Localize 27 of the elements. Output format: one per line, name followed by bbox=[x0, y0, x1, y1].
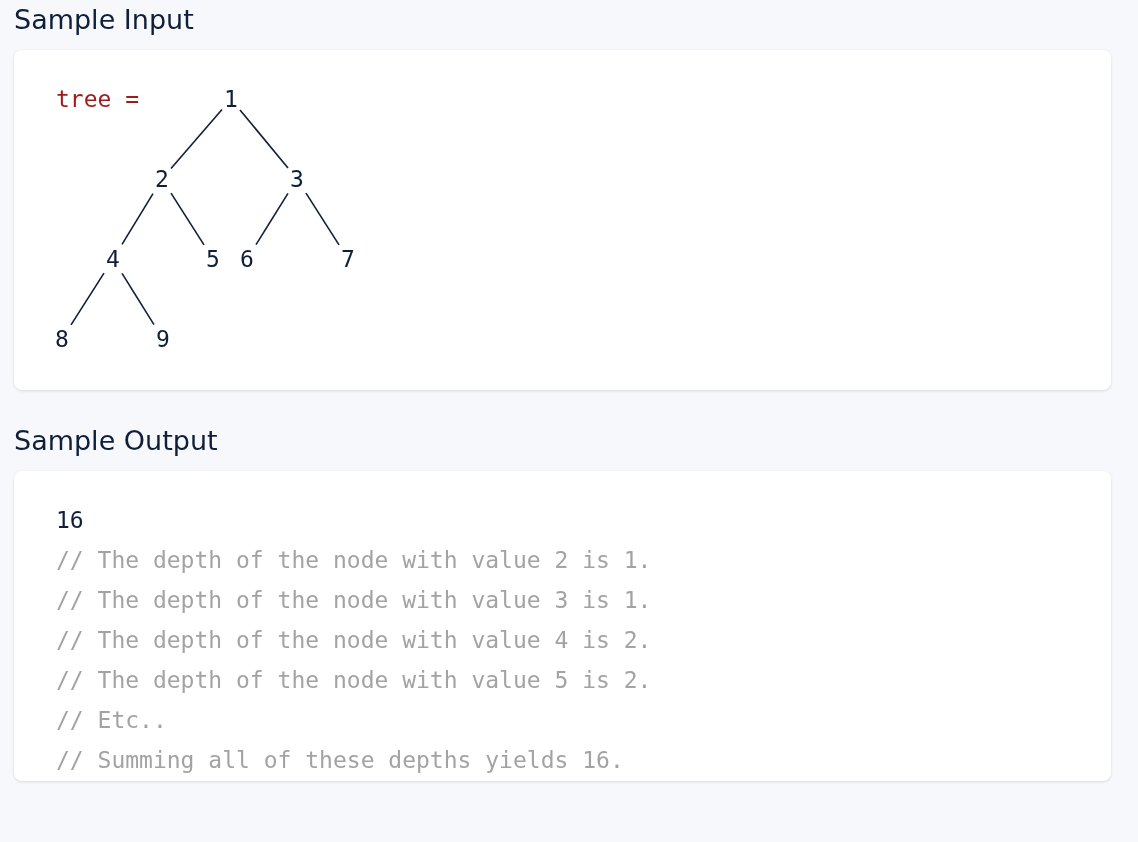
tree-branch-line bbox=[170, 192, 205, 246]
section-heading: Sample Output bbox=[14, 424, 218, 458]
tree-node-value: 5 bbox=[204, 244, 222, 274]
output-value: 16 bbox=[56, 506, 84, 535]
tree-node-value: 9 bbox=[154, 324, 172, 354]
tree-branch-line bbox=[121, 272, 155, 326]
tree-branch-line bbox=[255, 192, 289, 246]
code-comment: // The depth of the node with value 2 is 1. bbox=[56, 546, 652, 575]
code-comment: // The depth of the node with value 4 is 2. bbox=[56, 626, 652, 655]
code-text: tree = bbox=[56, 85, 140, 114]
tree-node-value: 8 bbox=[53, 324, 71, 354]
tree-branch-line bbox=[170, 108, 223, 170]
section-heading: Sample Input bbox=[14, 3, 194, 37]
tree-node-value: 6 bbox=[238, 244, 256, 274]
code-comment: // Etc.. bbox=[56, 706, 167, 735]
code-comment: // The depth of the node with value 5 is 2. bbox=[56, 666, 652, 695]
tree-branch-line bbox=[70, 272, 105, 326]
tree-node-value: 2 bbox=[153, 164, 171, 194]
code-comment: // The depth of the node with value 3 is 1. bbox=[56, 586, 652, 615]
tree-branch-line bbox=[239, 109, 289, 169]
tree-node-value: 7 bbox=[339, 244, 357, 274]
tree-node-value: 4 bbox=[104, 244, 122, 274]
tree-branch-line bbox=[121, 192, 154, 246]
tree-node-value: 3 bbox=[288, 164, 306, 194]
code-comment: // Summing all of these depths yields 16. bbox=[56, 746, 624, 775]
tree-branch-line bbox=[305, 192, 340, 246]
tree-node-value: 1 bbox=[222, 84, 240, 114]
